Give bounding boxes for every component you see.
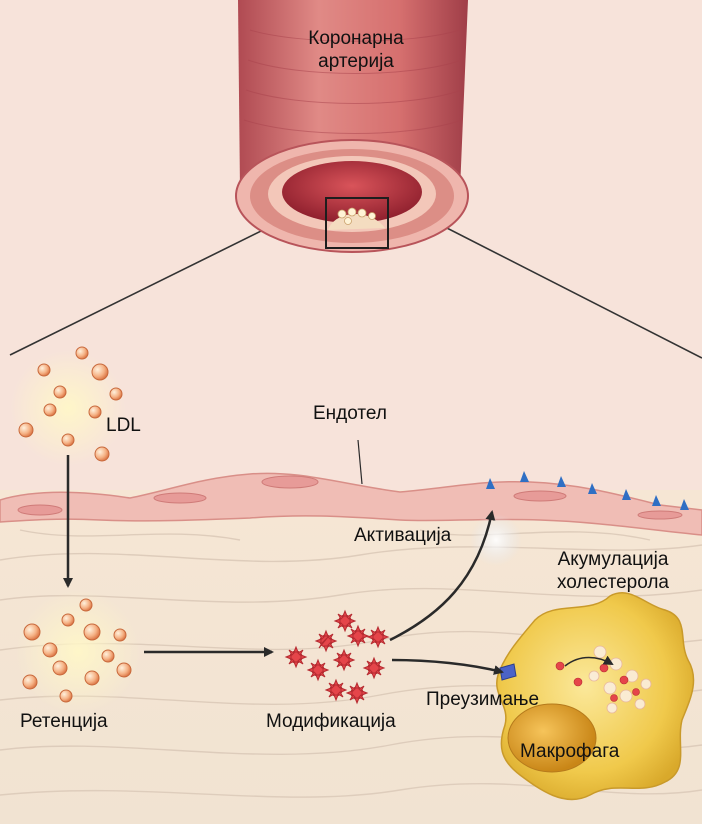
uptake-arrow — [391, 658, 504, 675]
accumulation-label-line1: Акумулација — [557, 549, 669, 570]
modification-label: Модификација — [266, 711, 396, 732]
accumulation-label-line2: холестерола — [556, 572, 669, 593]
retained-ldl-particles — [22, 598, 132, 703]
adhesion-molecules — [486, 471, 689, 510]
retention-label: Ретенција — [20, 711, 108, 732]
ldl-particles — [18, 346, 123, 462]
uptake-label: Преузимање — [426, 689, 540, 710]
endothelium-layer — [0, 472, 702, 536]
accumulation-arrow — [564, 655, 614, 667]
artery-label-line2: артерија — [318, 51, 394, 72]
process-arrows — [63, 455, 614, 675]
artery-label-line1: Коронарна — [308, 28, 404, 49]
macrophage-label: Макрофага — [520, 741, 620, 762]
modified-ldl-particles — [284, 609, 390, 705]
activation-arrow — [389, 510, 496, 642]
coronary-artery — [235, 0, 469, 253]
activation-label: Активација — [354, 525, 452, 546]
artery-label: Коронарна артерија — [296, 27, 416, 73]
endothelium-pointer — [357, 439, 363, 485]
accumulation-label: Акумулација холестерола — [538, 548, 688, 594]
endothelial-cells — [17, 475, 683, 520]
endothelium-label: Ендотел — [313, 403, 387, 424]
macrophage-cell — [496, 592, 695, 801]
ldl-label: LDL — [106, 415, 141, 436]
